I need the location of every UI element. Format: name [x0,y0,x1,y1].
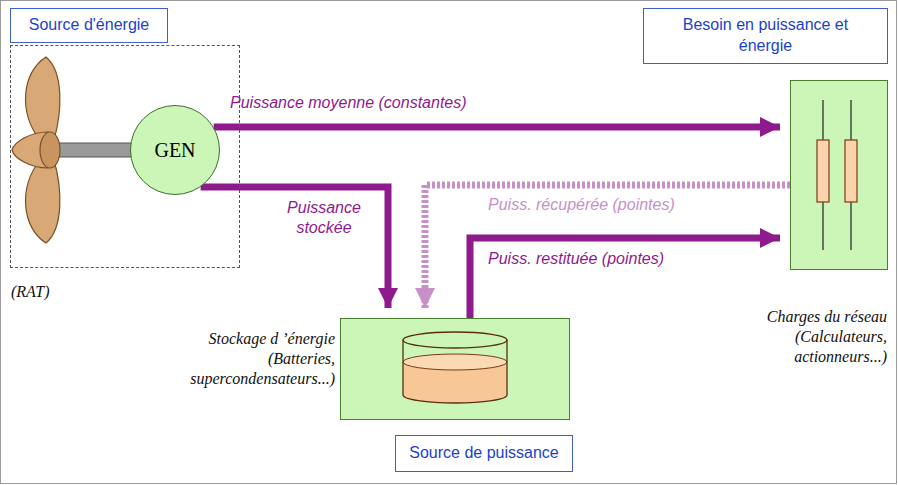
blade [26,57,60,140]
resistor-symbol [845,140,857,202]
power-flow-arrow [425,185,790,308]
caption-text: Charges du réseau (Calculateurs, actionn… [721,307,887,367]
title-box: Source de puissance [395,435,573,472]
group-box: Charges du réseau (Calculateurs, actionn… [790,80,888,270]
load-box-fill [790,80,888,270]
cylinder-top [403,332,507,348]
resistor-symbols [817,100,857,250]
group-box: (RAT)GEN [10,45,240,268]
blade [26,160,60,243]
edge-label: Puissance stockée [272,198,376,238]
edge-label: Puissance moyenne (constantes) [230,93,467,113]
group-box: Stockage d ’énergie (Batteries, supercon… [340,318,570,420]
edge-label: Puiss. récupérée (pointes) [488,195,675,215]
caption-text: Stockage d ’énergie (Batteries, supercon… [163,329,335,389]
caption-text: (RAT) [11,282,131,302]
storage-cylinder [403,332,507,403]
generator-circle: GEN [130,105,220,195]
cylinder-outline [403,340,507,403]
resistor-symbol [817,140,829,202]
box-label: Source d'énergie [25,15,153,36]
liquid-surface [403,354,507,370]
edge-label: Puiss. restituée (pointes) [488,249,664,269]
power-flow-arrow [214,124,780,131]
box-label: GEN [154,139,195,162]
power-flow-arrow [201,187,388,308]
box-label: Source de puissance [408,443,560,464]
title-box: Besoin en puissance et énergie [643,8,888,64]
box-label: Besoin en puissance et énergie [654,15,877,57]
shaft [58,143,138,157]
title-box: Source d'énergie [10,8,168,43]
storage-box-fill [340,318,570,420]
power-flow-arrow [470,238,780,318]
hub [40,132,60,168]
propeller [12,57,138,243]
